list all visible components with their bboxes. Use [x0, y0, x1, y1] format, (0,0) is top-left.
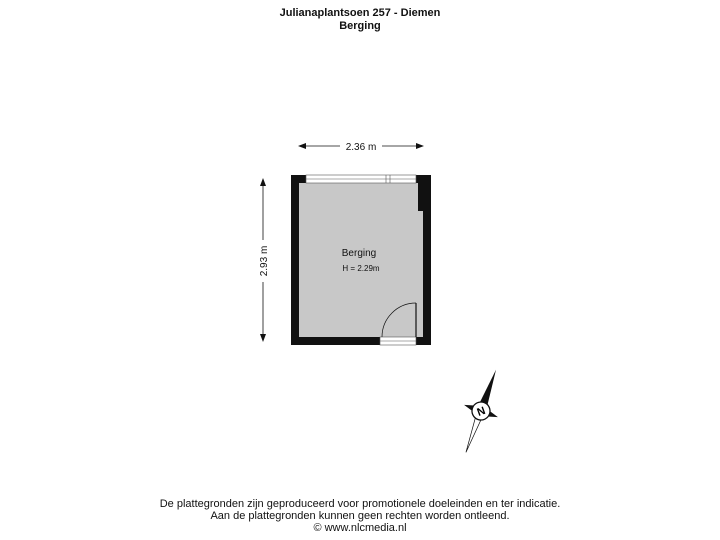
height-dimension: 2.93 m: [256, 178, 270, 342]
room-name: Berging: [342, 248, 376, 259]
height-label: 2.93 m: [259, 246, 270, 277]
room-height: H = 2.29m: [342, 264, 379, 273]
disclaimer-line-2: Aan de plattegronden kunnen geen rechten…: [210, 510, 510, 522]
compass-north-label: N: [476, 405, 488, 419]
plan-address-title: Julianaplantsoen 257 - Diemen: [279, 7, 441, 19]
width-dimension: 2.36 m: [298, 140, 424, 153]
copyright-line: © www.nlcmedia.nl: [313, 522, 407, 534]
room-berging: Berging H = 2.29m: [291, 174, 431, 346]
plan-floor-title: Berging: [339, 20, 381, 32]
width-label: 2.36 m: [346, 142, 377, 153]
disclaimer-line-1: De plattegronden zijn geproduceerd voor …: [159, 498, 561, 510]
compass-rose: [464, 369, 498, 453]
